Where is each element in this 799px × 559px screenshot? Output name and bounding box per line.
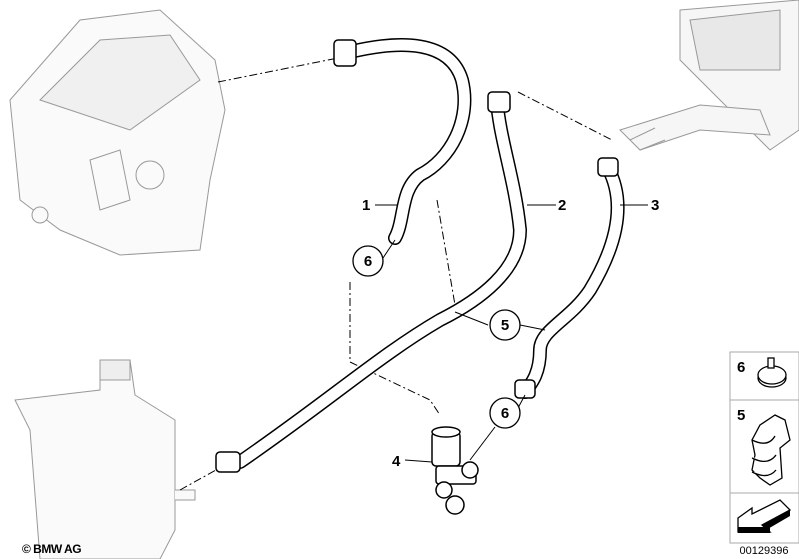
hose-1 bbox=[333, 38, 472, 245]
side-panel-item-6: 6 bbox=[737, 359, 745, 376]
hoses bbox=[215, 38, 625, 473]
callout-5: 5 bbox=[489, 309, 521, 341]
label-part-4: 4 bbox=[392, 453, 401, 470]
callout-6-lower: 6 bbox=[489, 397, 521, 429]
radiator-sketch bbox=[619, 0, 799, 151]
copyright: © BMW AG bbox=[22, 542, 81, 556]
image-number: 00129396 bbox=[740, 545, 789, 557]
label-part-3: 3 bbox=[651, 197, 659, 214]
valve-4 bbox=[431, 426, 479, 515]
engine-sketch bbox=[9, 9, 226, 256]
hose-holder-icon bbox=[751, 414, 791, 486]
svg-text:6: 6 bbox=[364, 253, 372, 270]
hose-2 bbox=[215, 91, 527, 473]
label-part-2: 2 bbox=[558, 197, 566, 214]
hose-3 bbox=[514, 157, 625, 399]
label-part-1: 1 bbox=[362, 197, 370, 214]
svg-text:5: 5 bbox=[501, 317, 509, 334]
part-labels bbox=[375, 204, 648, 463]
side-panel-item-5: 5 bbox=[737, 407, 745, 424]
callout-6-upper: 6 bbox=[352, 245, 384, 277]
view-arrow-icon bbox=[737, 499, 792, 533]
svg-text:6: 6 bbox=[501, 405, 509, 422]
dashed-leaders bbox=[179, 57, 613, 491]
side-panel bbox=[729, 351, 799, 544]
hose-clamp-icon bbox=[757, 357, 787, 388]
expansion-tank-sketch bbox=[14, 359, 196, 559]
